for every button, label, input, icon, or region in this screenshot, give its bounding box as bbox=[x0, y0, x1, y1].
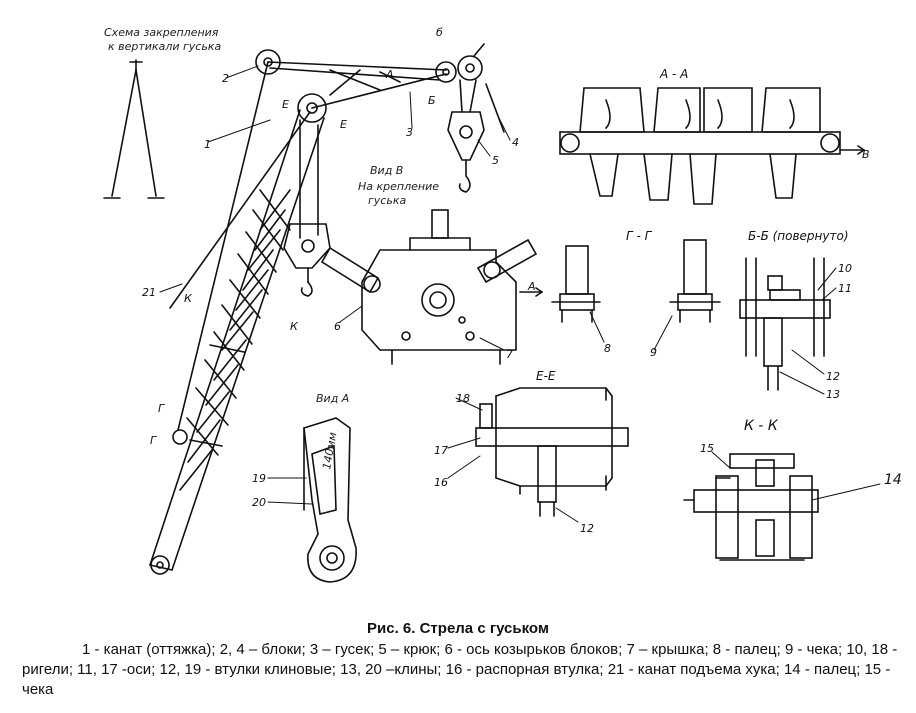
figure-caption: Рис. 6. Стрела с гуськом bbox=[367, 620, 549, 637]
view-a-detail bbox=[303, 417, 357, 583]
section-title-b-b: Б-Б (повернуто) bbox=[748, 229, 849, 243]
marker-v-right: В bbox=[862, 148, 870, 161]
label-9: 9 bbox=[650, 346, 657, 359]
section-title-g-g: Г - Г bbox=[626, 229, 653, 243]
section-a-a bbox=[559, 87, 865, 205]
label-7: 7 bbox=[506, 348, 513, 361]
marker-a-view: А bbox=[527, 280, 536, 293]
label-21: 21 bbox=[142, 286, 156, 299]
marker-g-top: Г bbox=[158, 402, 165, 415]
section-title-e-e: Е-Е bbox=[536, 369, 556, 383]
marker-b-top: б bbox=[436, 26, 443, 39]
section-k-k bbox=[683, 453, 819, 561]
marker-k-left: К bbox=[184, 292, 193, 305]
upper-block bbox=[255, 49, 327, 123]
label-5: 5 bbox=[492, 154, 499, 167]
label-3: 3 bbox=[406, 126, 413, 139]
figure-legend: 1 - канат (оттяжка); 2, 4 – блоки; 3 – г… bbox=[22, 641, 898, 698]
label-11: 11 bbox=[838, 282, 852, 295]
section-e-e bbox=[475, 387, 629, 517]
label-16: 16 bbox=[434, 476, 448, 489]
guy-cable bbox=[177, 61, 269, 431]
marker-e-left: Е bbox=[282, 98, 289, 111]
marker-g-bottom: Г bbox=[150, 434, 157, 447]
view-b-subtitle: На крепление bbox=[358, 180, 439, 193]
label-20: 20 bbox=[252, 496, 266, 509]
label-4: 4 bbox=[512, 136, 519, 149]
label-19: 19 bbox=[252, 472, 266, 485]
label-12: 12 bbox=[826, 370, 840, 383]
section-title-k-k: К - К bbox=[744, 418, 779, 434]
hook-assembly bbox=[447, 79, 505, 193]
jib-gusset bbox=[267, 43, 485, 109]
hoist-rope bbox=[169, 111, 311, 309]
boom-lattice bbox=[149, 109, 325, 575]
view-b-title: Вид В bbox=[370, 164, 403, 177]
leader-lines bbox=[159, 65, 881, 523]
label-6: 6 bbox=[334, 320, 341, 333]
boom-drawing: Схема закрепления к вертикали гуська Вид… bbox=[103, 26, 902, 583]
label-17: 17 bbox=[434, 444, 448, 457]
section-b-b bbox=[739, 257, 831, 391]
marker-b: Б bbox=[428, 94, 436, 107]
section-title-a-a: А - А bbox=[659, 67, 688, 81]
marker-k-right: К bbox=[290, 320, 299, 333]
view-a-title: Вид А bbox=[316, 392, 349, 405]
label-14: 14 bbox=[884, 472, 902, 488]
scheme-note-line1: Схема закрепления bbox=[104, 26, 219, 39]
label-10: 10 bbox=[838, 262, 852, 275]
label-1: 1 bbox=[204, 138, 211, 151]
label-13: 13 bbox=[826, 388, 840, 401]
lower-hook bbox=[283, 223, 331, 297]
marker-a: А bbox=[385, 68, 394, 81]
scheme-note-line2: к вертикали гуська bbox=[108, 40, 221, 53]
view-b-subtitle2: гуська bbox=[368, 194, 406, 207]
label-15: 15 bbox=[700, 442, 714, 455]
view-v-bracket bbox=[320, 209, 543, 365]
label-18: 18 bbox=[456, 392, 470, 405]
label-12-e: 12 bbox=[580, 522, 594, 535]
section-g-g bbox=[551, 239, 721, 323]
gusset-scheme-sketch bbox=[103, 59, 165, 199]
marker-e-right: Е bbox=[340, 118, 347, 131]
label-8: 8 bbox=[604, 342, 611, 355]
label-2: 2 bbox=[222, 72, 229, 85]
dimension-140: 140мм bbox=[320, 431, 339, 470]
